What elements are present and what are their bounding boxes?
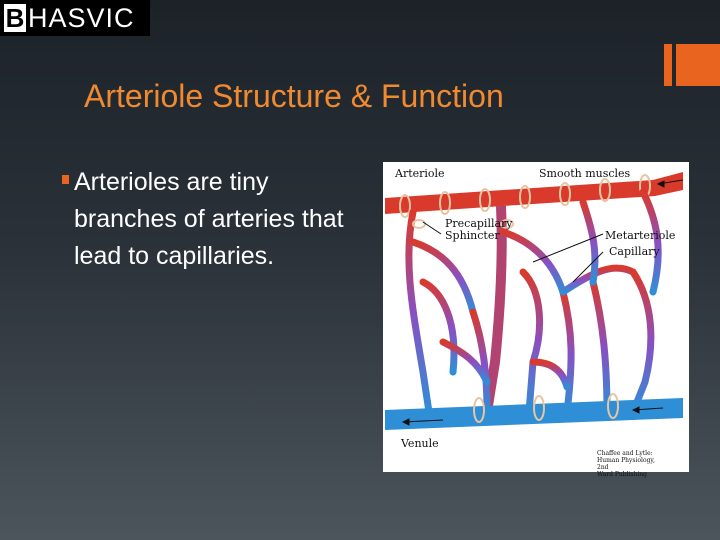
figure-credit: Chaffee and Lytle: Human Physiology, 2nd… (597, 450, 667, 478)
label-capillary: Capillary (609, 245, 660, 258)
label-metarteriole: Metarteriole (605, 229, 676, 242)
bullet-text: Arterioles are tiny branches of arteries… (74, 168, 344, 270)
capillary-bed-illustration (385, 172, 684, 430)
slide-title: Arteriole Structure & Function (84, 78, 504, 114)
venule-rings (473, 393, 619, 423)
capillary-network (405, 188, 662, 416)
credit-line: Chaffee and Lytle: (597, 450, 653, 457)
arteriole-vessel (385, 172, 683, 214)
credit-line: Ward Publishing (597, 471, 647, 478)
label-smooth-muscles: Smooth muscles (539, 167, 631, 180)
logo-letter: B (4, 3, 26, 33)
bhasvic-logo: B HASVIC (0, 0, 150, 36)
label-leaders (422, 221, 604, 283)
label-arteriole: Arteriole (395, 167, 445, 180)
label-sphincter: Sphincter (445, 229, 500, 242)
precapillary-sphincter-rings (412, 219, 514, 229)
flow-arrows (401, 179, 684, 426)
bullet-marker (62, 175, 69, 184)
bullet-list: Arterioles are tiny branches of arteries… (62, 164, 362, 275)
accent-bar-right (676, 44, 720, 86)
credit-line: Human Physiology, 2nd (597, 457, 655, 471)
label-venule: Venule (401, 437, 439, 450)
accent-bar-left (664, 44, 672, 86)
label-precapillary: Precapillary (445, 217, 513, 230)
bullet-item: Arterioles are tiny branches of arteries… (62, 164, 362, 275)
capillary-bed-diagram: Arteriole Smooth muscles Precapillary Sp… (383, 162, 689, 478)
logo-text: HASVIC (28, 3, 135, 33)
